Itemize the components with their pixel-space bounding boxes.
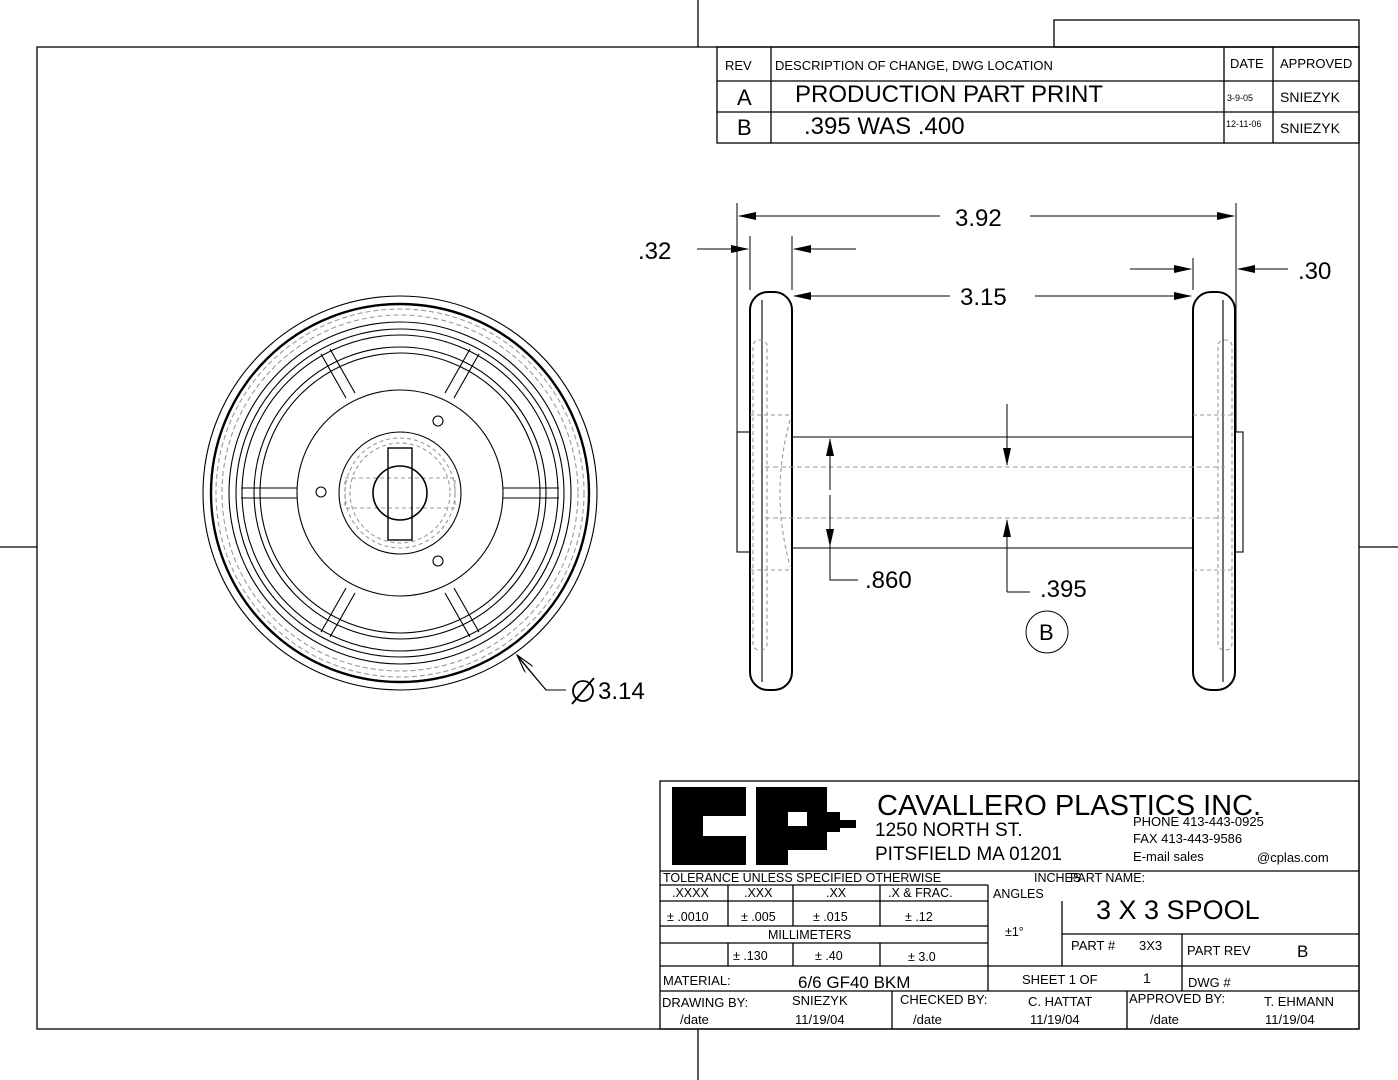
approved-by: T. EHMANN <box>1264 994 1334 1009</box>
tol-inch-3place: ± .005 <box>741 910 776 924</box>
rev-b-balloon <box>1025 610 1069 654</box>
rev-a-date: 3-9-05 <box>1227 93 1253 103</box>
tolerance-inches: INCHES <box>1034 871 1081 885</box>
dwg-number-label: DWG # <box>1188 975 1231 990</box>
dim-bore: .395 <box>1040 576 1087 603</box>
dim-between-flanges: 3.15 <box>960 284 1007 311</box>
part-number: 3X3 <box>1139 938 1162 953</box>
rev-b-date: 12-11-06 <box>1226 119 1261 129</box>
part-name: 3 X 3 SPOOL <box>1096 895 1260 925</box>
company-email-domain: @cplas.com <box>1257 850 1329 865</box>
rev-a-letter: A <box>737 85 752 110</box>
checked-by-label: CHECKED BY: <box>900 992 987 1007</box>
drawn-by: SNIEZYK <box>792 993 848 1008</box>
approved-date: 11/19/04 <box>1265 1012 1315 1027</box>
company-logo <box>672 787 856 865</box>
tol-header-3place: .XXX <box>744 886 773 900</box>
rev-b-letter: B <box>737 115 752 140</box>
tol-mm-3place: ± .130 <box>733 949 768 963</box>
part-rev-label: PART REV <box>1187 943 1251 958</box>
dim-right-flange: .30 <box>1298 258 1331 285</box>
tol-header-2place: .XX <box>826 886 847 900</box>
sheet-total: 1 <box>1143 970 1151 986</box>
approved-by-label: APPROVED BY: <box>1129 991 1225 1006</box>
angles-value: ±1° <box>1005 925 1024 939</box>
dim-hub-diameter: .860 <box>865 567 912 594</box>
drawn-by-label: DRAWING BY: <box>662 995 748 1010</box>
revision-block: REV DESCRIPTION OF CHANGE, DWG LOCATION … <box>716 46 1360 144</box>
part-number-label: PART # <box>1071 938 1116 953</box>
tol-inch-1place: ± .12 <box>905 910 933 924</box>
company-street: 1250 NORTH ST. <box>875 820 1022 841</box>
tol-mm-2place: ± .40 <box>815 949 843 963</box>
spool-side-view <box>736 291 1244 691</box>
rev-b-approver: SNIEZYK <box>1280 120 1341 136</box>
company-phone: PHONE 413-443-0925 <box>1133 814 1264 829</box>
dimension-lines <box>517 203 1288 691</box>
diameter-symbol-icon <box>571 677 595 705</box>
drawn-date-label: /date <box>680 1012 709 1027</box>
rev-a-approver: SNIEZYK <box>1280 89 1341 105</box>
approved-header: APPROVED <box>1280 56 1352 71</box>
rev-a-description: PRODUCTION PART PRINT <box>795 81 1103 108</box>
tol-inch-4place: ± .0010 <box>667 910 709 924</box>
dim-outer-diameter: 3.14 <box>598 678 645 705</box>
millimeters-label: MILLIMETERS <box>768 928 851 942</box>
rev-callout-letter: B <box>1039 620 1054 645</box>
tol-mm-1place: ± 3.0 <box>908 950 936 964</box>
tol-header-1place: .X & FRAC. <box>888 886 953 900</box>
part-name-label: PART NAME: <box>1070 871 1145 885</box>
material-label: MATERIAL: <box>663 973 731 988</box>
drawn-date: 11/19/04 <box>795 1012 845 1027</box>
tol-inch-2place: ± .015 <box>813 910 848 924</box>
checked-by: C. HATTAT <box>1028 994 1092 1009</box>
dim-left-flange: .32 <box>638 238 671 265</box>
date-header: DATE <box>1230 56 1264 71</box>
angles-label: ANGLES <box>993 887 1044 901</box>
rev-b-description: .395 WAS .400 <box>804 113 965 140</box>
spool-front-view <box>202 295 598 691</box>
tol-header-4place: .XXXX <box>672 886 709 900</box>
material-value: 6/6 GF40 BKM <box>798 973 910 992</box>
company-fax: FAX 413-443-9586 <box>1133 831 1242 846</box>
checked-date: 11/19/04 <box>1030 1012 1080 1027</box>
part-rev: B <box>1297 942 1308 961</box>
tolerance-title: TOLERANCE UNLESS SPECIFIED OTHERWISE <box>663 871 941 885</box>
company-email-label: E-mail sales <box>1133 849 1204 864</box>
dim-overall-length: 3.92 <box>955 205 1002 232</box>
title-block: CAVALLERO PLASTICS INC. 1250 NORTH ST. P… <box>659 780 1360 1030</box>
company-name: CAVALLERO PLASTICS INC. <box>877 790 1261 822</box>
description-header: DESCRIPTION OF CHANGE, DWG LOCATION <box>775 58 1053 73</box>
approved-date-label: /date <box>1150 1012 1179 1027</box>
sheet-label: SHEET 1 OF <box>1022 972 1098 987</box>
company-city: PITSFIELD MA 01201 <box>875 844 1062 865</box>
rev-header: REV <box>725 58 752 73</box>
checked-date-label: /date <box>913 1012 942 1027</box>
